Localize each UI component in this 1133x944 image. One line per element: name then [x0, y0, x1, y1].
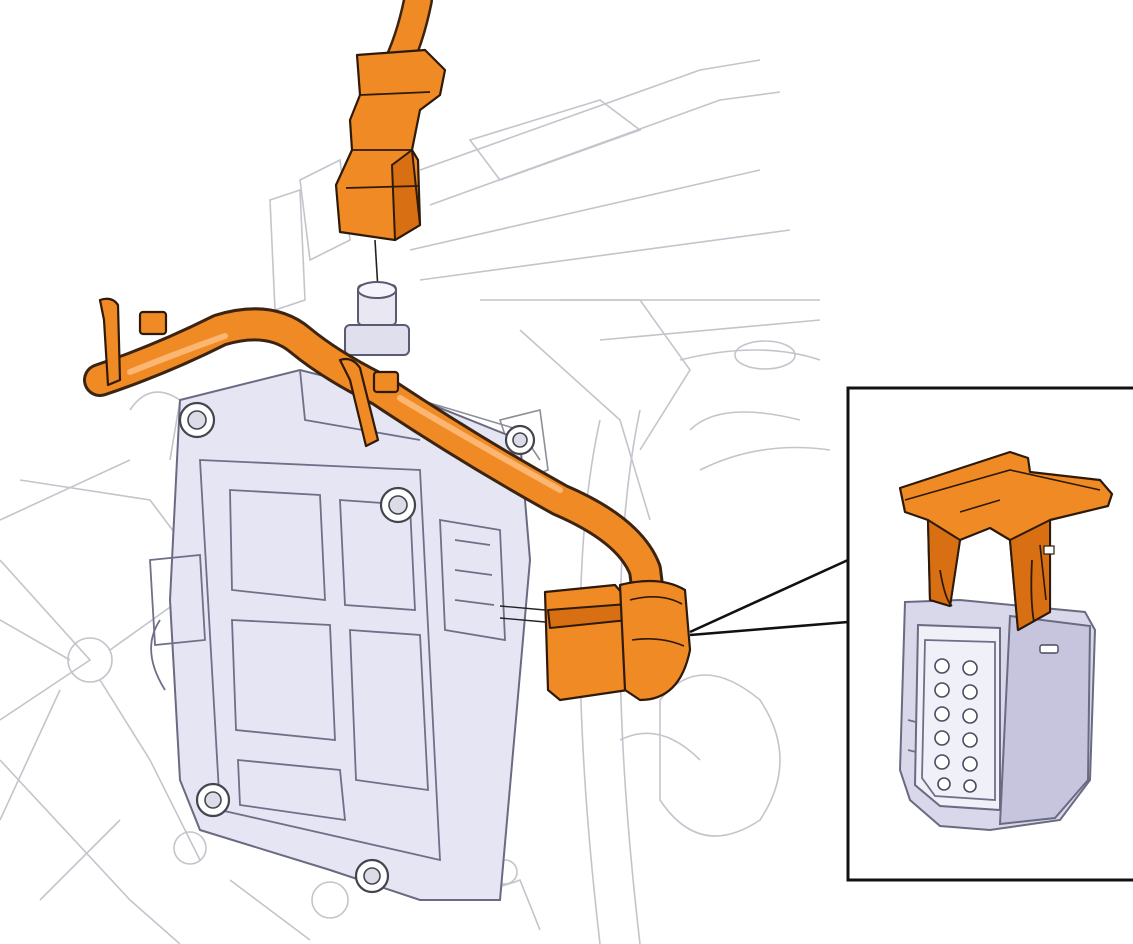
connector-pin: [963, 779, 977, 793]
spoke-line: [0, 759, 181, 944]
callout-wedge: [689, 558, 849, 637]
frame-hole: [734, 340, 796, 370]
mounting-bolt: [178, 401, 216, 439]
control-unit-edge: [299, 369, 421, 441]
connector-pin: [934, 706, 950, 722]
connector-elbow: [618, 579, 692, 702]
spoke-line: [0, 619, 71, 661]
background-structure: [0, 59, 831, 944]
spoke-hub: [173, 831, 207, 865]
frame-line: [679, 349, 821, 361]
callout-leader: [689, 558, 849, 637]
fitting-base: [344, 324, 410, 356]
spoke-line: [0, 559, 92, 721]
mount-bracket: [299, 158, 351, 262]
upper-harness: [334, 0, 447, 291]
upper-harness-boot-shade: [391, 149, 421, 241]
control-unit: [149, 368, 536, 901]
detail-connector-side: [998, 614, 1092, 826]
control-unit-face: [199, 459, 441, 862]
connector-pin: [934, 730, 950, 746]
spoke-line: [39, 819, 121, 901]
spoke-line: [229, 879, 311, 941]
boot-ribs: [345, 91, 431, 189]
connector-pin: [937, 777, 951, 791]
control-unit-tab: [149, 554, 206, 646]
detail-connector: [898, 450, 1114, 832]
spoke-line: [99, 679, 201, 861]
mounting-bolt: [379, 486, 417, 524]
frame-line: [689, 411, 801, 431]
harness-strap: [98, 297, 122, 387]
harness-connector: [499, 579, 692, 702]
harness-highlight: [127, 333, 228, 375]
pipe-fitting: [344, 281, 410, 356]
connector-pin: [934, 682, 950, 698]
spoke-line: [129, 391, 181, 461]
connector-pin: [962, 684, 978, 700]
control-unit-panel: [349, 629, 429, 792]
control-unit-panel: [237, 759, 347, 822]
control-unit-tab: [150, 619, 166, 691]
mount-bracket: [269, 188, 306, 312]
mounting-bolt: [354, 858, 390, 894]
rail-line: [409, 169, 761, 251]
connector-pin: [962, 660, 978, 676]
control-unit-panel: [231, 619, 336, 741]
harness-highlight: [397, 395, 563, 493]
mounting-bolt: [195, 782, 231, 818]
mounting-bolt: [504, 424, 536, 456]
detail-latch-edges: [904, 469, 1101, 601]
alignment-line: [499, 605, 546, 611]
connector-pin: [962, 732, 978, 748]
control-unit-panel: [229, 489, 326, 602]
alignment-line: [499, 617, 546, 623]
frame-line: [519, 329, 651, 521]
rail-line: [419, 229, 791, 281]
upper-harness-boot: [334, 48, 447, 242]
detail-connector-pin-field: [921, 639, 996, 801]
fitting-top: [357, 281, 397, 299]
detail-connector-pins: [934, 658, 978, 793]
harness-clip: [138, 310, 168, 336]
detail-latch-leg-shade: [927, 519, 961, 607]
connector-pin: [962, 708, 978, 724]
detail-latch-window: [1043, 545, 1055, 555]
frame-line: [699, 446, 831, 471]
harness-strap: [338, 357, 380, 448]
main-harness: [83, 297, 667, 627]
control-unit-side-connector: [439, 518, 506, 642]
rail-line: [419, 59, 761, 171]
rail-bracket: [468, 99, 642, 181]
connector-pin: [962, 756, 978, 772]
connector-pin: [934, 658, 950, 674]
connector-housing: [543, 583, 630, 702]
detail-latch-arms: [939, 559, 1035, 623]
frame-line: [599, 319, 821, 341]
elbow-ribs: [629, 596, 685, 647]
connector-pins-outline: [454, 539, 495, 606]
harness-clip: [372, 370, 400, 394]
wheel-arch-cutout: [659, 674, 781, 837]
spoke-hub: [67, 637, 113, 683]
spoke-line: [19, 479, 181, 541]
spoke-hub: [311, 881, 349, 919]
detail-connector-face: [913, 623, 1001, 812]
connector-pin: [934, 754, 950, 770]
spoke-line: [0, 689, 61, 821]
spoke-line: [109, 599, 181, 651]
detail-connector-key: [1039, 644, 1059, 654]
spoke-line: [0, 459, 131, 521]
detail-connector-latch-marks: [907, 719, 917, 753]
wheel-arch-line: [619, 732, 701, 761]
